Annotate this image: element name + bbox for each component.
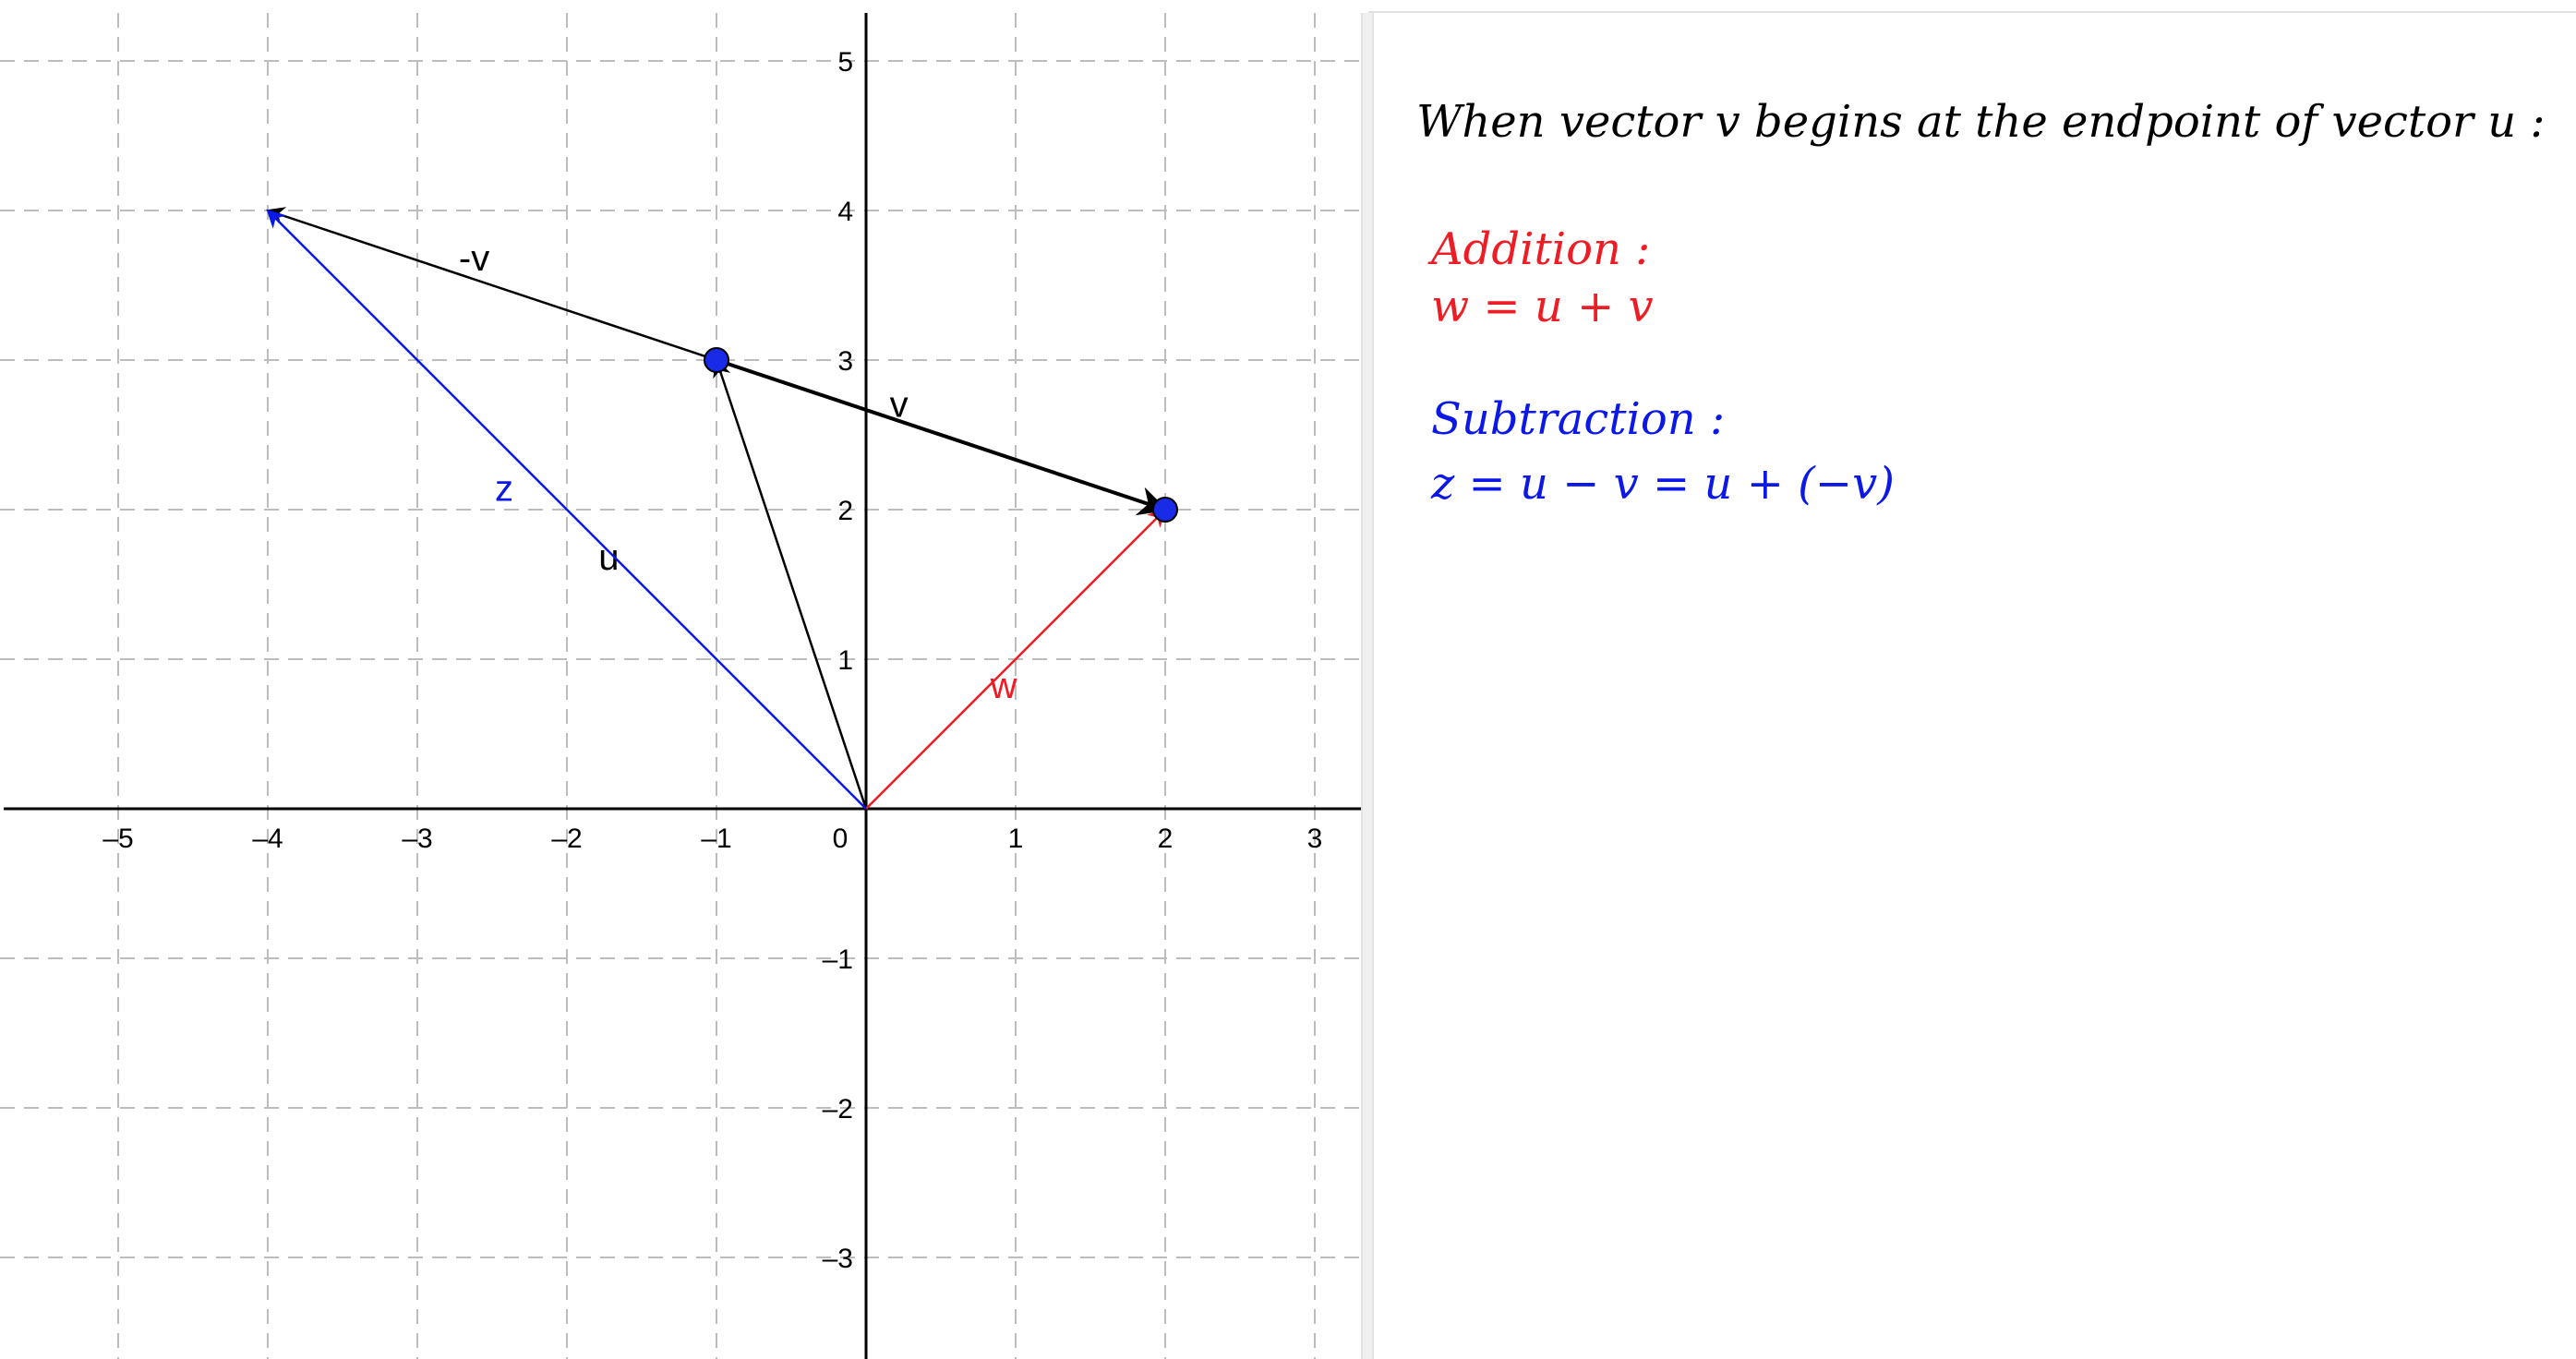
addition-formula: w = u + v xyxy=(1431,281,1654,332)
y-tick-label: 2 xyxy=(837,496,853,526)
y-tick-label: –2 xyxy=(823,1094,853,1124)
vector-label-w: w xyxy=(990,666,1017,706)
x-tick-label: –3 xyxy=(402,824,432,854)
points[interactable] xyxy=(704,347,1178,523)
x-tick-label: –2 xyxy=(551,824,582,854)
vector-label-neg-v: -v xyxy=(459,238,489,279)
y-tick-label: 1 xyxy=(837,645,853,676)
vector-label-v: v xyxy=(890,385,909,426)
x-tick-label: –4 xyxy=(252,824,283,854)
y-tick-label: –1 xyxy=(823,944,853,975)
axes xyxy=(4,13,1361,1359)
vector-u[interactable] xyxy=(713,358,868,810)
intro-text: When vector v begins at the endpoint of … xyxy=(1416,96,2546,148)
point-b[interactable] xyxy=(1152,497,1178,523)
y-tick-label: 5 xyxy=(837,47,853,78)
point-a[interactable] xyxy=(704,347,729,373)
x-tick-label: 2 xyxy=(1158,824,1174,854)
view-splitter[interactable] xyxy=(1361,13,1374,1359)
x-tick-label: –1 xyxy=(701,824,731,854)
x-tick-label: 0 xyxy=(833,824,849,854)
x-tick-label: 1 xyxy=(1008,824,1024,854)
vector-z[interactable] xyxy=(266,209,867,810)
x-tick-label: –5 xyxy=(102,824,133,854)
vector-w[interactable] xyxy=(865,508,1167,810)
tick-labels: –5 –4 –3 –2 –1 0 1 2 3 5 4 3 2 1 –1 –2 –3 xyxy=(102,47,1322,1274)
addition-title: Addition : xyxy=(1431,223,1651,275)
grid-lines xyxy=(0,13,1361,1359)
y-tick-label: 4 xyxy=(837,197,853,227)
subtraction-formula: z = u − v = u + (−v) xyxy=(1431,458,1895,510)
subtraction-title: Subtraction : xyxy=(1431,393,1726,445)
x-tick-label: 3 xyxy=(1307,824,1323,854)
y-tick-label: 3 xyxy=(837,346,853,377)
vector-neg-v[interactable] xyxy=(266,207,717,362)
vector-label-z: z xyxy=(495,468,513,509)
y-tick-label: –3 xyxy=(823,1244,853,1274)
vectors[interactable]: uv-vwz xyxy=(266,207,1169,810)
algebra-text-panel: When vector v begins at the endpoint of … xyxy=(1376,13,2576,1359)
vector-v[interactable] xyxy=(716,358,1169,516)
